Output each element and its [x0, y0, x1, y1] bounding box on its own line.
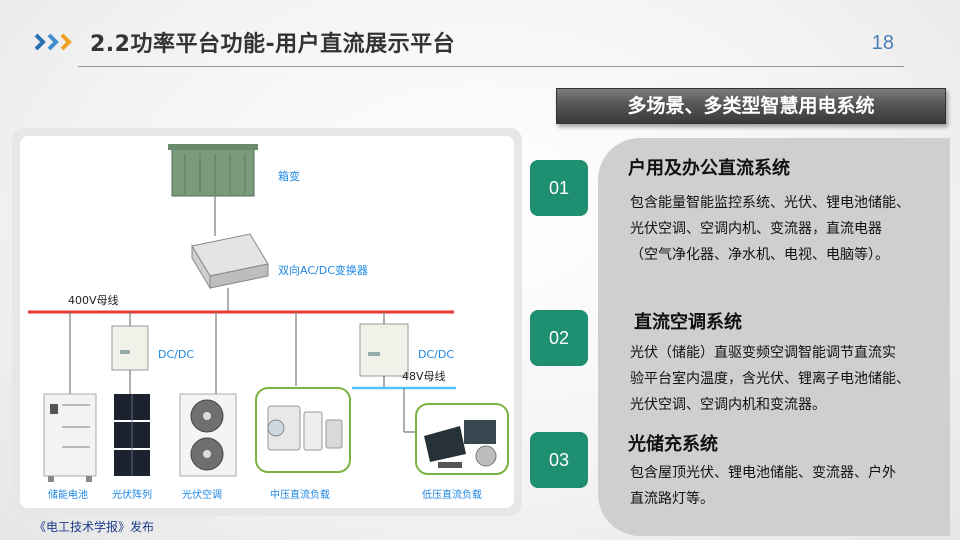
- body-line: 验平台室内温度，含光伏、锂离子电池储能、: [630, 371, 910, 387]
- dcdc-right-label: DC/DC: [418, 348, 454, 361]
- diagram-canvas: 箱变 双向AC/DC变换器 400V母线: [20, 136, 514, 508]
- pv-air-conditioner-icon: [179, 393, 237, 477]
- diagram-panel: 箱变 双向AC/DC变换器 400V母线: [12, 128, 522, 516]
- storage-battery-label: 储能电池: [48, 488, 88, 501]
- section-body: 包含能量智能监控系统、光伏、锂电池储能、 光伏空调、空调内机、变流器，直流电器 …: [630, 190, 940, 268]
- header-divider: [78, 66, 904, 67]
- converter-icon: [191, 233, 269, 290]
- footer-source: 《电工技术学报》发布: [34, 520, 155, 534]
- dcdc-converter-left-icon: [111, 325, 149, 371]
- chevron-arrows-icon: [34, 33, 72, 51]
- pv-ac-label: 光伏空调: [182, 488, 222, 501]
- page-title: 2.2功率平台功能-用户直流展示平台: [90, 32, 456, 57]
- pv-array-icon: [114, 394, 150, 476]
- page-number: 18: [871, 32, 894, 54]
- pv-array-label: 光伏阵列: [112, 488, 152, 501]
- description-panel: [598, 138, 950, 536]
- section-banner: 多场景、多类型智慧用电系统: [556, 88, 946, 124]
- box-transformer-icon: [168, 144, 258, 197]
- low-voltage-load-label: 低压直流负载: [422, 488, 482, 501]
- dcdc-left-label: DC/DC: [158, 348, 194, 361]
- body-line: 包含能量智能监控系统、光伏、锂电池储能、: [630, 195, 910, 211]
- section-title: 直流空调系统: [634, 312, 742, 333]
- section-body: 光伏（储能）直驱变频空调智能调节直流实 验平台室内温度，含光伏、锂离子电池储能、…: [630, 340, 940, 418]
- bus-400v-label: 400V母线: [68, 293, 119, 307]
- body-line: 光伏（储能）直驱变频空调智能调节直流实: [630, 345, 896, 361]
- section-number-badge: 03: [530, 432, 588, 488]
- section-title: 光储充系统: [628, 434, 718, 455]
- converter-label: 双向AC/DC变换器: [278, 263, 368, 277]
- section-number-badge: 01: [530, 160, 588, 216]
- body-line: 光伏空调、空调内机和变流器。: [630, 397, 826, 413]
- low-voltage-load-icon: [415, 403, 509, 475]
- body-line: 光伏空调、空调内机、变流器，直流电器: [630, 221, 882, 237]
- section-body: 包含屋顶光伏、锂电池储能、变流器、户外 直流路灯等。: [630, 460, 940, 512]
- section-number-badge: 02: [530, 310, 588, 366]
- section-title: 户用及办公直流系统: [628, 158, 790, 179]
- bus-48v-label: 48V母线: [402, 369, 446, 383]
- body-line: （空气净化器、净水机、电视、电脑等）。: [630, 247, 889, 263]
- storage-battery-icon: [43, 393, 97, 482]
- body-line: 包含屋顶光伏、锂电池储能、变流器、户外: [630, 465, 896, 481]
- medium-voltage-load-icon: [255, 387, 351, 473]
- dcdc-converter-right-icon: [359, 323, 409, 377]
- mid-voltage-load-label: 中压直流负载: [270, 488, 330, 501]
- body-line: 直流路灯等。: [630, 491, 714, 507]
- system-diagram: 箱变 双向AC/DC变换器 400V母线: [28, 144, 509, 501]
- box-transformer-label: 箱变: [278, 169, 300, 183]
